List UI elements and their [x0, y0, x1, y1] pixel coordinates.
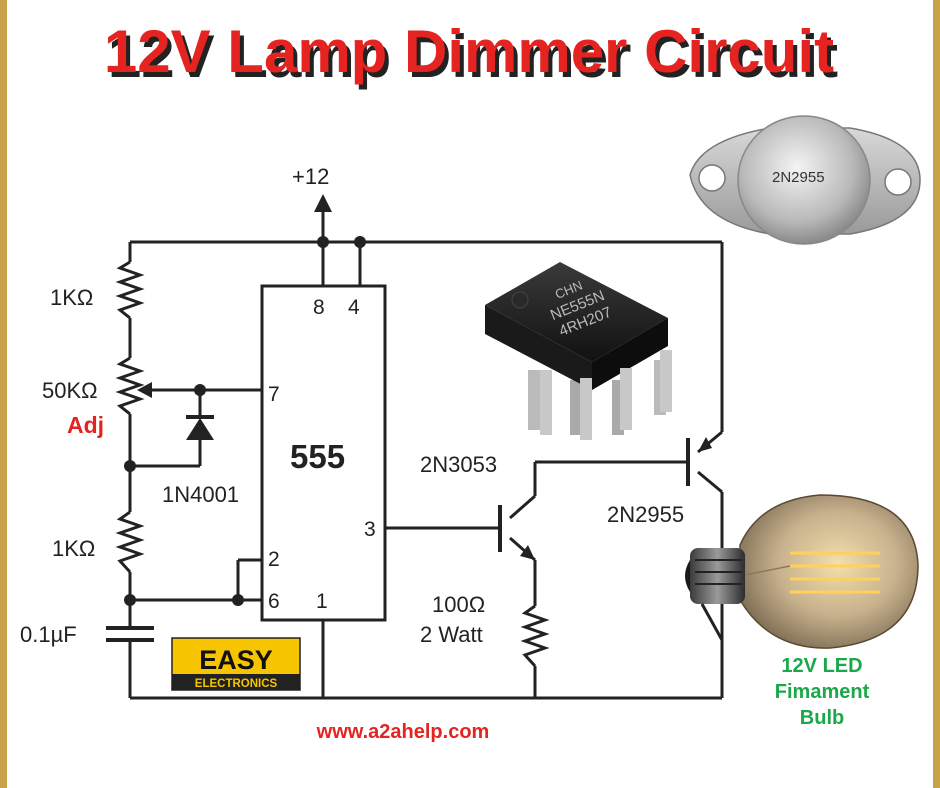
- r1-label: 1KΩ: [50, 285, 93, 310]
- pot-wiper-arrow: [137, 382, 152, 398]
- svg-text:Bulb: Bulb: [800, 707, 844, 729]
- junction-dots: [124, 236, 366, 606]
- pin-7: 7: [268, 383, 280, 406]
- pin-4: 4: [348, 296, 360, 319]
- transistor-q2-pnp: [686, 437, 712, 486]
- supply-label: +12: [292, 164, 329, 189]
- ic-555-label: 555: [290, 438, 345, 475]
- to3-marking: 2N2955: [772, 169, 825, 186]
- diode-label: 1N4001: [162, 482, 239, 507]
- pot-label: 50KΩ: [42, 378, 98, 403]
- pin-2: 2: [268, 548, 280, 571]
- right-border: [933, 0, 940, 788]
- pin-8: 8: [313, 296, 325, 319]
- r3-label-power: 2 Watt: [420, 622, 483, 647]
- transistor-q1-npn: [498, 505, 535, 560]
- capacitor-c1: [106, 626, 154, 642]
- resistor-r2: [115, 510, 145, 574]
- diode-1n4001: [186, 415, 214, 440]
- resistor-r3: [520, 604, 550, 668]
- pin-1: 1: [316, 590, 328, 613]
- bulb-label: 12V LED Fimament Bulb: [775, 655, 870, 729]
- page-title: 12V Lamp Dimmer Circuit 12V Lamp Dimmer …: [104, 18, 838, 90]
- svg-text:12V Lamp Dimmer Circuit: 12V Lamp Dimmer Circuit: [104, 18, 834, 85]
- pin-3: 3: [364, 518, 376, 541]
- left-border: [0, 0, 7, 788]
- q1-label: 2N3053: [420, 452, 497, 477]
- pot-adj-label: Adj: [67, 412, 104, 438]
- cap-label: 0.1µF: [20, 622, 77, 647]
- svg-text:12V Lamp Dimmer Circuit: 12V Lamp Dimmer Circuit: [108, 23, 838, 90]
- svg-text:ELECTRONICS: ELECTRONICS: [195, 678, 278, 690]
- website-link[interactable]: www.a2ahelp.com: [316, 721, 490, 743]
- ne555-chip-photo: CHN NE555N 4RH207: [485, 262, 672, 440]
- svg-text:Fimament: Fimament: [775, 681, 870, 703]
- q2-label: 2N2955: [607, 502, 684, 527]
- svg-text:EASY: EASY: [199, 645, 273, 675]
- r2-label: 1KΩ: [52, 536, 95, 561]
- to3-transistor-photo: 2N2955: [689, 115, 921, 245]
- resistor-r1: [115, 260, 145, 320]
- pin-6: 6: [268, 590, 280, 613]
- potentiometer-50k: [115, 356, 145, 416]
- r3-label-value: 100Ω: [432, 592, 485, 617]
- led-filament-bulb-photo: [685, 494, 919, 649]
- easy-electronics-logo: EASY ELECTRONICS: [171, 637, 301, 691]
- ic-555-box: [260, 284, 387, 622]
- svg-text:12V LED: 12V LED: [781, 655, 862, 677]
